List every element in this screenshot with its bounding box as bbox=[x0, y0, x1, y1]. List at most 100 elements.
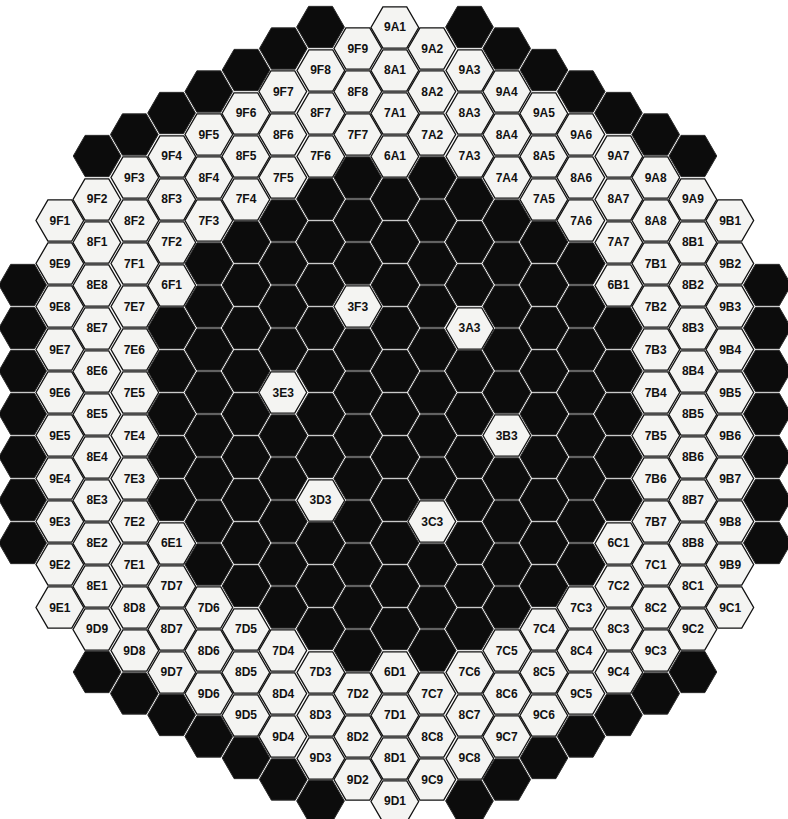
dark-assembly bbox=[110, 114, 158, 155]
dark-assembly bbox=[408, 372, 456, 413]
hex-shape bbox=[483, 157, 531, 198]
fuel-assembly: 8B8 bbox=[668, 522, 718, 565]
dark-assembly bbox=[259, 329, 307, 370]
hex-shape bbox=[520, 135, 568, 176]
dark-assembly bbox=[408, 415, 456, 456]
fuel-assembly: 8A2 bbox=[407, 70, 457, 113]
hex-shape bbox=[408, 501, 456, 542]
hex-shape bbox=[595, 522, 643, 563]
dark-assembly bbox=[408, 329, 456, 370]
assembly-id: 8F3 bbox=[161, 193, 182, 205]
fuel-assembly: 7A7 bbox=[594, 221, 644, 264]
hex-shape bbox=[73, 479, 121, 520]
hex-shape bbox=[297, 737, 345, 778]
label-holder: 9C1 bbox=[705, 586, 755, 629]
fuel-assembly: 9C4 bbox=[594, 651, 644, 694]
hex-shape bbox=[706, 243, 754, 284]
assembly-id: 7A5 bbox=[533, 193, 555, 205]
fuel-assembly: 8D1 bbox=[370, 737, 420, 780]
assembly-id: 9C2 bbox=[682, 623, 704, 635]
label-holder: 8B6 bbox=[668, 436, 718, 479]
label-holder: 9E4 bbox=[35, 457, 85, 500]
dark-assembly bbox=[334, 501, 382, 542]
assembly-id: 9D7 bbox=[161, 666, 183, 678]
fuel-assembly: 8C1 bbox=[668, 565, 718, 608]
hex-shape bbox=[334, 716, 382, 757]
fuel-assembly: 9E3 bbox=[35, 500, 85, 543]
label-holder: 9C2 bbox=[668, 608, 718, 651]
label-holder: 7F3 bbox=[184, 199, 234, 242]
assembly-id: 9B6 bbox=[719, 430, 741, 442]
fuel-assembly: 9F9 bbox=[333, 27, 383, 70]
dark-assembly bbox=[297, 608, 345, 649]
label-holder: 9A6 bbox=[556, 113, 606, 156]
fuel-assembly: 9F6 bbox=[221, 92, 271, 135]
hex-shape bbox=[148, 221, 196, 262]
assembly-id: 8A1 bbox=[384, 64, 406, 76]
dark-assembly bbox=[297, 178, 345, 219]
fuel-assembly: 8E1 bbox=[72, 565, 122, 608]
label-holder: 8D3 bbox=[296, 694, 346, 737]
dark-assembly bbox=[483, 372, 531, 413]
hex-shape bbox=[557, 630, 605, 671]
label-holder: 7F5 bbox=[258, 156, 308, 199]
label-holder: 8E5 bbox=[72, 393, 122, 436]
label-holder: 9C4 bbox=[594, 651, 644, 694]
dark-assembly bbox=[408, 544, 456, 585]
assembly-id: 3D3 bbox=[310, 494, 332, 506]
fuel-assembly: 9B2 bbox=[705, 242, 755, 285]
hex-shape bbox=[483, 673, 531, 714]
dark-assembly bbox=[520, 436, 568, 477]
fuel-assembly: 7A1 bbox=[370, 92, 420, 135]
label-holder: 3A3 bbox=[445, 307, 495, 350]
hex-shape bbox=[297, 92, 345, 133]
fuel-assembly: 9D8 bbox=[110, 629, 160, 672]
fuel-assembly: 9E5 bbox=[35, 414, 85, 457]
hex-shape bbox=[185, 587, 233, 628]
label-holder: 9B6 bbox=[705, 414, 755, 457]
assembly-id: 7A4 bbox=[496, 172, 518, 184]
label-holder: 9B8 bbox=[705, 500, 755, 543]
fuel-assembly: 7D2 bbox=[333, 672, 383, 715]
assembly-id: 7A7 bbox=[607, 236, 629, 248]
hex-shape bbox=[110, 415, 158, 456]
fuel-assembly: 9B9 bbox=[705, 543, 755, 586]
label-holder: 8E4 bbox=[72, 436, 122, 479]
assembly-id: 7C4 bbox=[533, 623, 555, 635]
hex-shape bbox=[222, 135, 270, 176]
hex-shape bbox=[148, 178, 196, 219]
dark-assembly bbox=[595, 694, 643, 735]
assembly-id: 7A6 bbox=[570, 215, 592, 227]
label-holder: 9D1 bbox=[370, 780, 420, 819]
assembly-id: 8E1 bbox=[86, 580, 107, 592]
label-holder: 8E3 bbox=[72, 479, 122, 522]
assembly-id: 8F4 bbox=[198, 172, 219, 184]
dark-assembly bbox=[408, 243, 456, 284]
label-holder: 9D4 bbox=[258, 715, 308, 758]
fuel-assembly: 7F5 bbox=[258, 156, 308, 199]
dark-assembly bbox=[222, 307, 270, 348]
label-holder: 8C7 bbox=[445, 694, 495, 737]
dark-assembly bbox=[520, 393, 568, 434]
assembly-id: 8A2 bbox=[421, 86, 443, 98]
dark-assembly bbox=[371, 350, 419, 391]
fuel-assembly: 3E3 bbox=[258, 371, 308, 414]
fuel-assembly: 9A7 bbox=[594, 135, 644, 178]
fuel-assembly: 7C1 bbox=[631, 543, 681, 586]
fuel-assembly: 7F1 bbox=[110, 242, 160, 285]
label-holder: 9F4 bbox=[147, 135, 197, 178]
hex-shape bbox=[706, 372, 754, 413]
assembly-id: 9D2 bbox=[347, 774, 369, 786]
assembly-id: 3A3 bbox=[458, 322, 480, 334]
dark-assembly bbox=[148, 350, 196, 391]
fuel-assembly: 8B6 bbox=[668, 436, 718, 479]
dark-assembly bbox=[557, 716, 605, 757]
fuel-assembly: 7B3 bbox=[631, 328, 681, 371]
fuel-assembly: 7E1 bbox=[110, 543, 160, 586]
label-holder: 8A4 bbox=[482, 113, 532, 156]
dark-assembly bbox=[520, 221, 568, 262]
assembly-id: 9A2 bbox=[421, 43, 443, 55]
assembly-id: 8E3 bbox=[86, 494, 107, 506]
hex-shape bbox=[259, 372, 307, 413]
fuel-assembly: 7E6 bbox=[110, 328, 160, 371]
